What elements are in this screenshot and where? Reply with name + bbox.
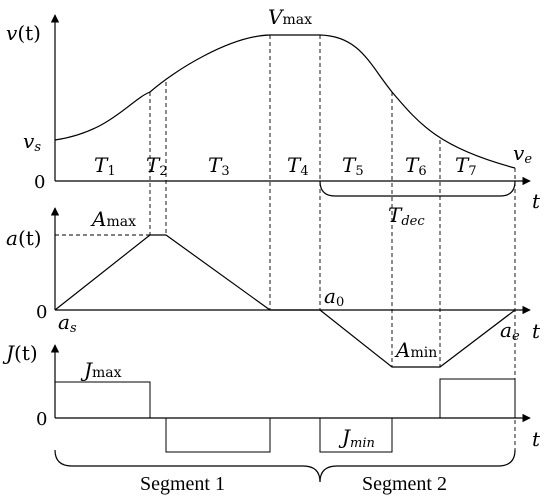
acceleration-zero-label: 0 [36, 302, 47, 323]
phase-label-t7: T7 [455, 153, 477, 179]
segment-1-label: Segment 1 [140, 473, 225, 495]
velocity-axis-label: v(t) [6, 21, 41, 45]
phase-label-t6: T6 [405, 153, 427, 179]
velocity-curve [54, 34, 516, 169]
a-max-label: Amax [90, 207, 136, 231]
segment-2-label: Segment 2 [362, 473, 447, 495]
jerk-panel: J(t) 0 t Jmax Jmin [2, 341, 541, 453]
velocity-panel: v(t) 0 t vs ve Vmax T1 T2 T3 T4 T5 [6, 5, 541, 450]
segment-braces: Segment 1 Segment 2 [54, 449, 516, 495]
t-dec-brace [319, 180, 516, 197]
jerk-zero-label: 0 [36, 409, 47, 430]
v-max-label: Vmax [268, 5, 312, 29]
a-end-label: ae [500, 318, 520, 344]
jerk-curve-segment-1 [55, 381, 271, 453]
velocity-zero-label: 0 [34, 172, 45, 193]
velocity-t-label: t [532, 189, 541, 213]
segment-1-brace [54, 449, 516, 483]
a-zero-label: a0 [324, 284, 344, 310]
a-min-label: Amin [394, 338, 437, 362]
phase-label-t5: T5 [342, 153, 364, 179]
jerk-t-label: t [532, 427, 541, 451]
v-start-label: vs [23, 129, 41, 155]
jerk-axis-label: J(t) [2, 341, 38, 365]
phase-label-t4: T4 [287, 153, 309, 179]
phase-label-t1: T1 [94, 153, 116, 179]
acceleration-axis-label: a(t) [6, 226, 42, 250]
acceleration-t-label: t [532, 319, 541, 343]
j-min-label: Jmin [338, 425, 375, 451]
acceleration-curve [54, 234, 516, 368]
v-end-label: ve [513, 141, 532, 167]
phase-label-t2: T2 [146, 153, 168, 179]
acceleration-panel: a(t) 0 t Amax Amin as a0 ae [6, 207, 541, 368]
t-dec-label: Tdec [388, 203, 425, 229]
jerk-curve-segment-2 [319, 378, 516, 453]
phase-label-t3: T3 [208, 153, 230, 179]
a-start-label: as [58, 310, 77, 336]
j-max-label: Jmax [80, 358, 122, 382]
